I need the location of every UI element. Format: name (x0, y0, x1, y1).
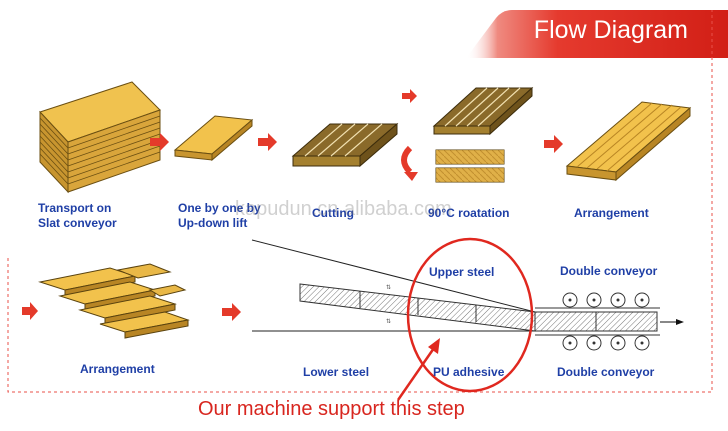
double-conveyor-illustration (534, 292, 684, 351)
upper-steel-line (251, 239, 536, 313)
svg-text:⇅: ⇅ (386, 318, 391, 325)
label-cutting: Cutting (312, 206, 354, 220)
panel-in-press: ⇅ ⇅ (299, 283, 536, 332)
dashed-frame (7, 10, 713, 393)
arrow-icon (544, 135, 563, 153)
flow-diagram-banner (466, 10, 728, 58)
rotate-arrow-icon (401, 145, 413, 175)
label-double-conveyor-bottom: Double conveyor (557, 365, 655, 379)
label-upper-steel: Upper steel (429, 265, 495, 279)
page-title: Flow Diagram (533, 16, 688, 44)
label-transport-on: Transport on (38, 201, 112, 215)
arrow-icon (258, 133, 277, 151)
strips-top-illustration (432, 86, 534, 136)
staggered-boards-illustration (38, 263, 190, 339)
pointer-arrow (396, 347, 436, 401)
svg-text:⇅: ⇅ (386, 284, 391, 291)
label-double-conveyor-top: Double conveyor (560, 264, 658, 278)
label-pu-adhesive: PU adhesive (433, 365, 505, 379)
arrangement-panel-illustration (565, 101, 692, 182)
label-arrangement-top: Arrangement (574, 206, 649, 220)
arrow-icon (222, 303, 241, 321)
board-stack-illustration (39, 81, 161, 194)
label-up-down-lift: Up-down lift (178, 216, 248, 230)
label-arrangement-bottom: Arrangement (80, 362, 155, 376)
arrow-icon (150, 133, 169, 151)
watermark: kapudun.cn.alibaba.com (235, 198, 452, 220)
arrow-icon (402, 89, 417, 103)
label-slat-conveyor: Slat conveyor (38, 216, 117, 230)
single-board-illustration (173, 115, 254, 162)
label-rotation: 90°C roatation (428, 206, 510, 220)
machine-support-note: Our machine support this step (198, 398, 465, 420)
output-arrow-icon (676, 319, 684, 325)
label-lower-steel: Lower steel (303, 365, 370, 379)
label-one-by-one: One by one by (178, 201, 261, 215)
cut-strips-illustration (291, 122, 399, 168)
arrow-icon (22, 302, 38, 320)
rotated-strip-illustration (435, 149, 505, 183)
highlight-ellipse (406, 237, 534, 393)
